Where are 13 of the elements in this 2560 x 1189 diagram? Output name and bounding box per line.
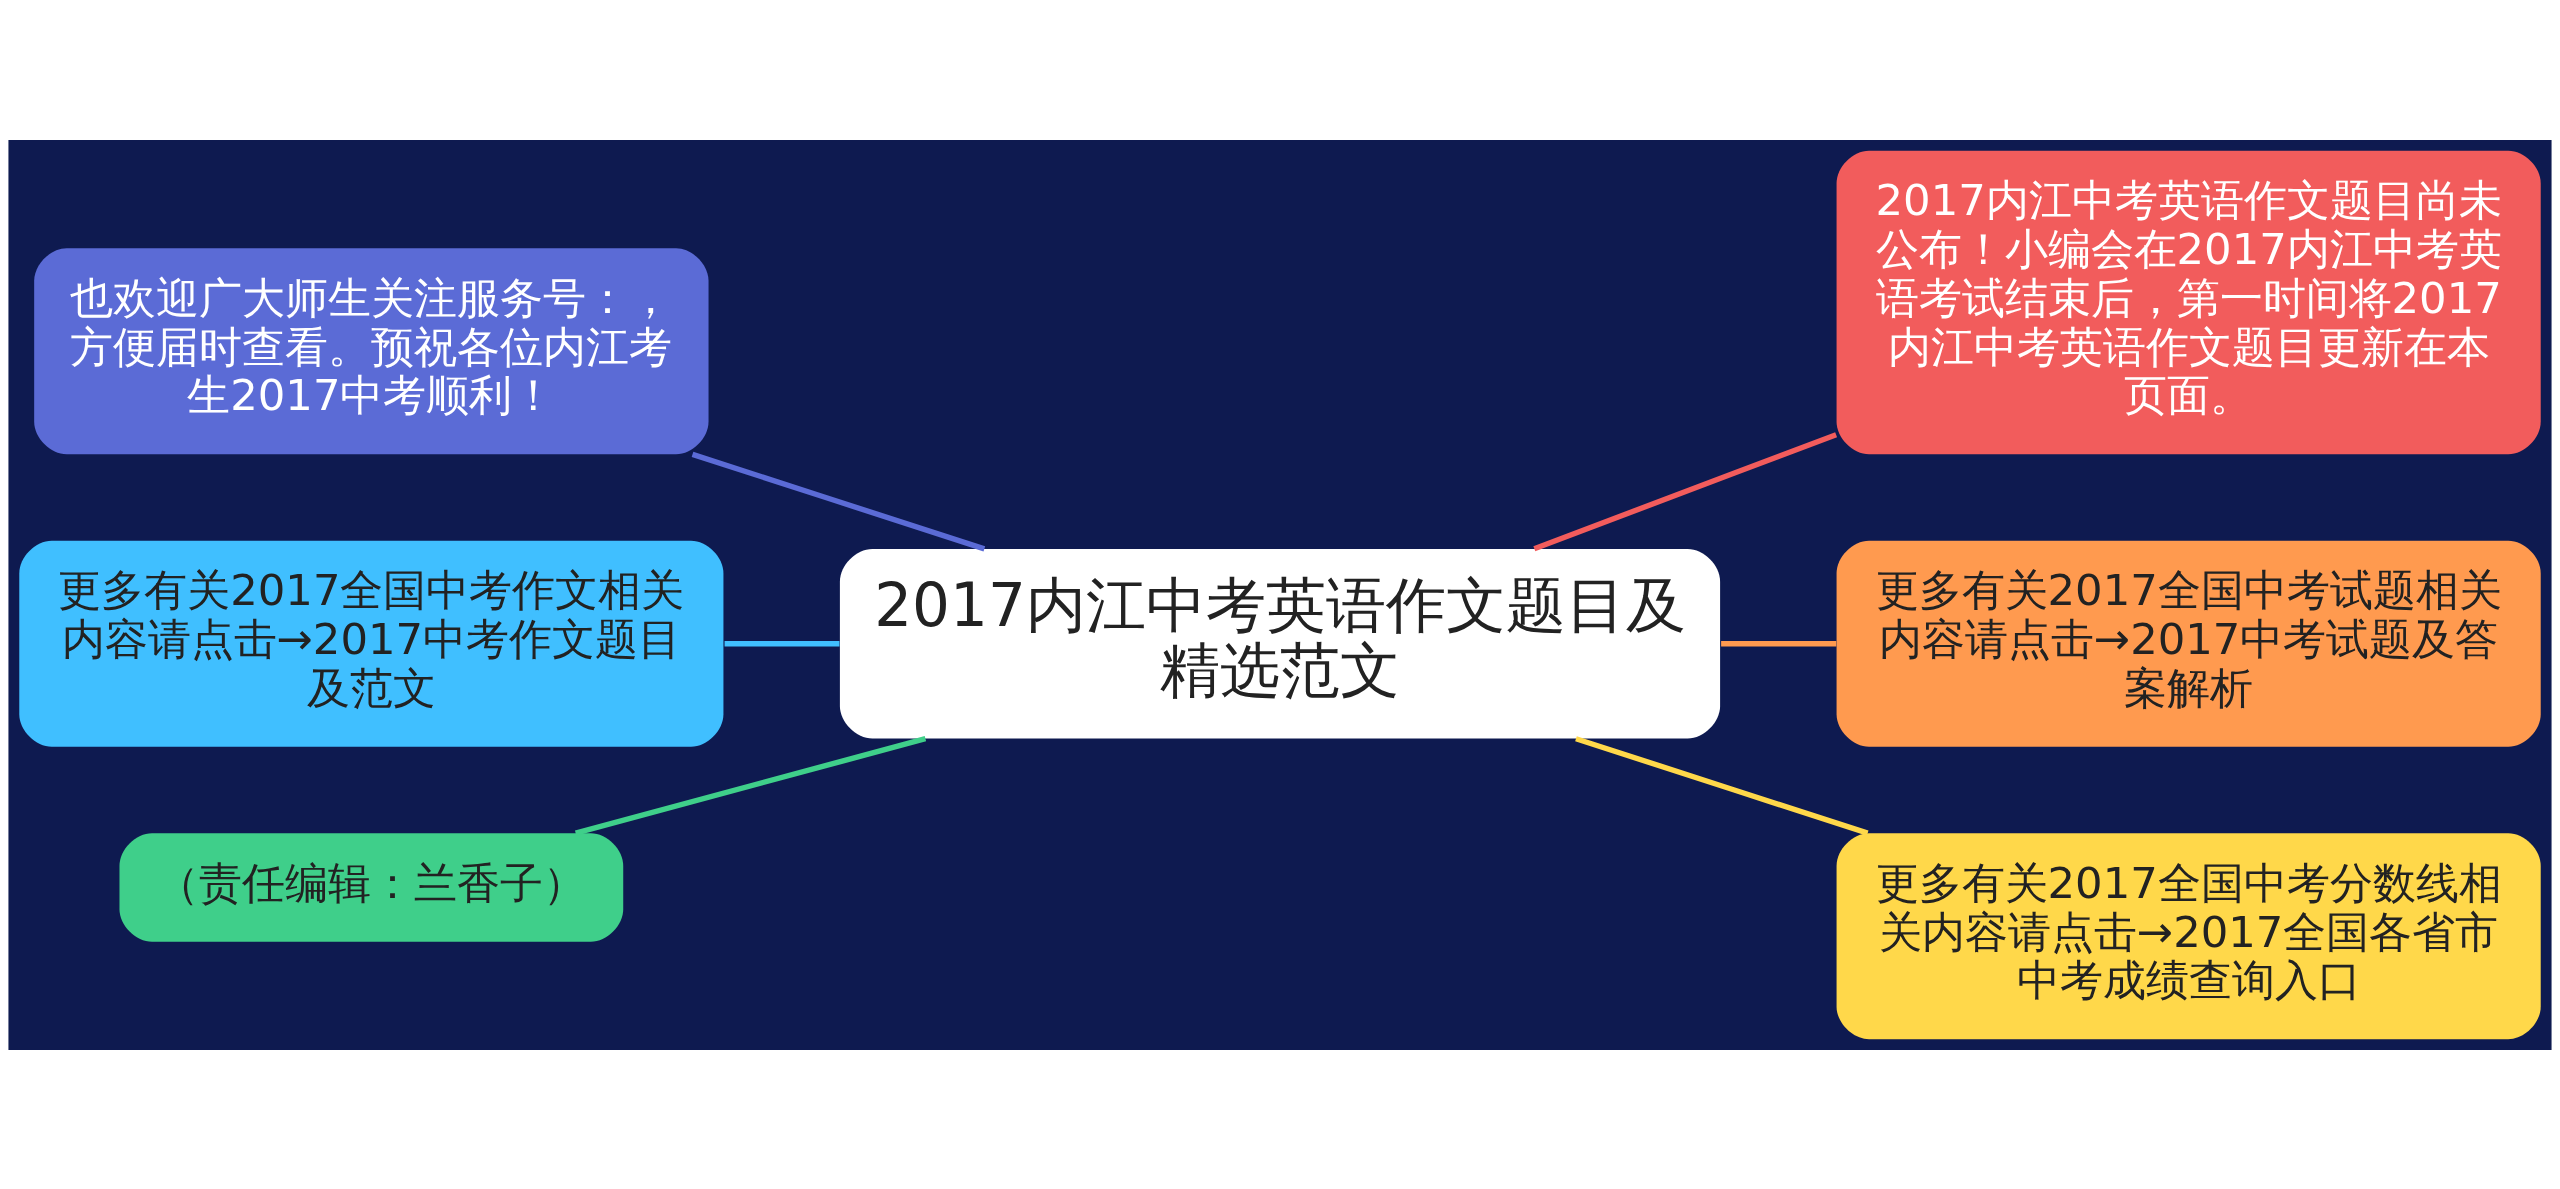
node-box: 2017内江中考英语作文题目及精选范文 (839, 548, 1721, 739)
connector (724, 640, 840, 646)
node-box: 更多有关2017全国中考分数线相关内容请点击→2017全国各省市中考成绩查询入口 (1836, 832, 2541, 1039)
connector (691, 451, 986, 551)
node-box: 2017内江中考英语作文题目尚未公布！小编会在2017内江中考英语考试结束后，第一时间将2017内江中考英语作文题目更新在本页面。 (1836, 150, 2541, 454)
node-box: 也欢迎广大师生关注服务号：，方便届时查看。预祝各位内江考生2017中考顺利！ (34, 247, 709, 454)
connector (1533, 431, 1838, 551)
connector (574, 735, 927, 836)
node-box: （责任编辑：兰香子） (119, 832, 624, 942)
node-box: 更多有关2017全国中考试题相关内容请点击→2017中考试题及答案解析 (1836, 540, 2541, 747)
connector (1575, 735, 1869, 836)
connector (1721, 640, 1837, 646)
node-box: 更多有关2017全国中考作文相关内容请点击→2017中考作文题目及范文 (19, 540, 724, 747)
